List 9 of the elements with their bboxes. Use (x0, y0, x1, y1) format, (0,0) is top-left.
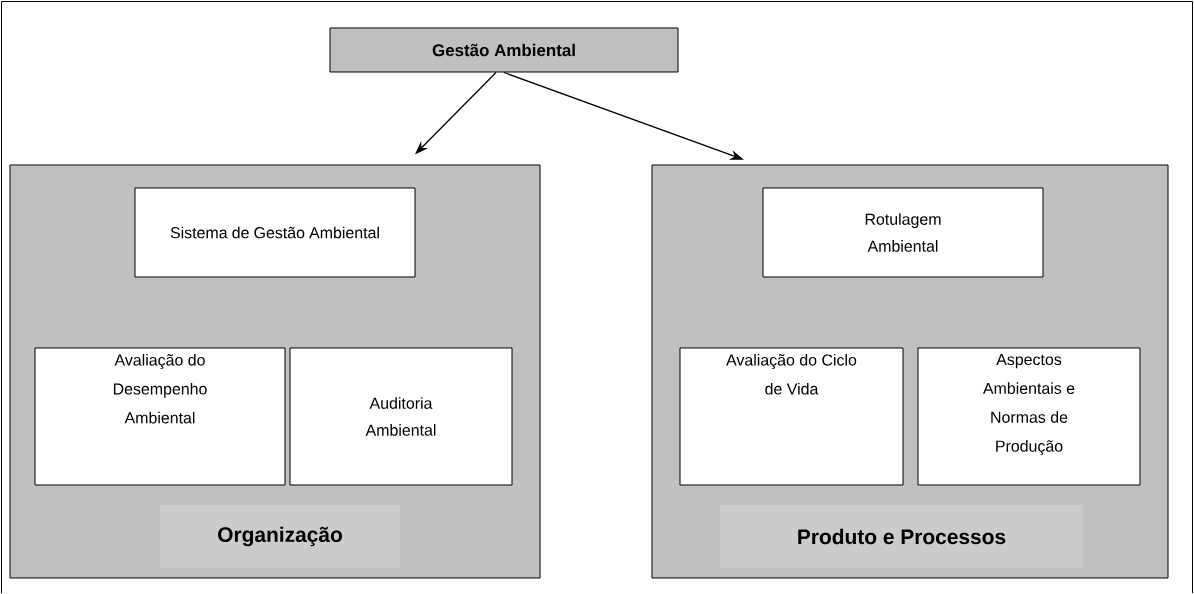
topic-box: Rotulagem Ambiental (762, 187, 1044, 278)
title-box: Gestão Ambiental (329, 27, 679, 73)
topic-box: Sistema de Gestão Ambiental (134, 187, 416, 278)
topic-box: Auditoria Ambiental (289, 347, 513, 486)
topic-box: Aspectos Ambientais e Normas de Produção (917, 347, 1141, 486)
group-label-band: Organização (160, 505, 400, 568)
topic-box: Avaliação do Ciclo de Vida (679, 347, 904, 486)
topic-box: Avaliação do Desempenho Ambiental (34, 347, 286, 486)
group-label-band: Produto e Processos (720, 505, 1083, 568)
